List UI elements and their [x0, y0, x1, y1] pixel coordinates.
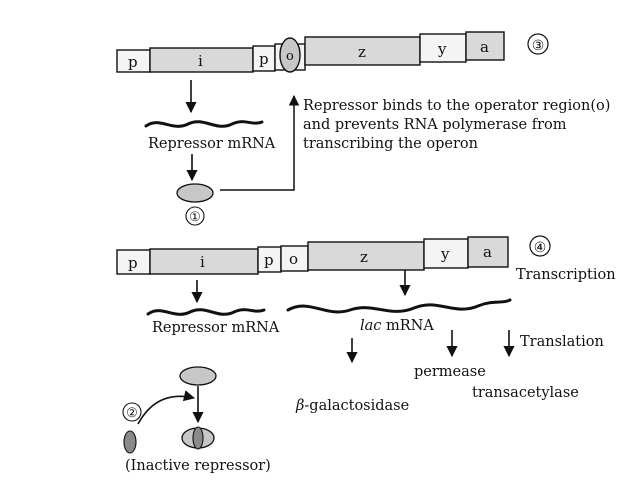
panel-bottom: p i p o z y a ④ Transcription Repressor …: [116, 235, 616, 474]
bottom-segment-z: [307, 241, 425, 271]
top-description-line-2: and prevents RNA polymerase from: [303, 117, 567, 133]
bottom-panel-number: ④: [534, 240, 547, 256]
bottom-gene-label-y: y: [440, 245, 450, 263]
top-gene-label-p1: p: [128, 53, 138, 71]
top-segment-y: [419, 33, 467, 63]
arrow-inducer-to-repressor: [137, 390, 196, 425]
bottom-gene-label-p2: p: [264, 251, 274, 269]
bound-inducer-molecule: [192, 426, 204, 450]
transcription-label: Transcription: [516, 267, 616, 283]
bottom-callout-circle: [122, 402, 142, 422]
top-arrow-protein-to-operator: [220, 94, 300, 191]
top-gene-label-i: i: [198, 52, 203, 70]
permease-label: permease: [414, 364, 486, 380]
bottom-callout-number: ②: [126, 406, 138, 421]
bottom-repressor-mrna-label: Repressor mRNA: [152, 320, 280, 336]
bottom-panel-number-circle: [529, 235, 551, 257]
top-panel-number: ③: [532, 38, 545, 54]
top-segment-a: [465, 31, 505, 61]
transacetylase-label: transacetylase: [472, 385, 579, 401]
bottom-gene-label-z: z: [360, 248, 368, 266]
top-repressor-mrna-strand: [144, 120, 264, 128]
top-gene-label-p2: p: [259, 50, 269, 68]
top-repressor-mrna-label: Repressor mRNA: [148, 136, 276, 152]
bottom-segment-p1: [116, 249, 151, 275]
bound-repressor-protein: [279, 37, 301, 73]
bottom-segment-a: [467, 236, 509, 268]
top-gene-label-o: o: [286, 49, 294, 64]
beta-galactosidase-label: β-galactosidase: [295, 398, 409, 414]
translation-label: Translation: [520, 334, 604, 350]
bottom-segment-o: [280, 245, 309, 272]
panel-top: p i p o z y a ③ Repressor mRNA ① Repress…: [116, 31, 610, 226]
bottom-gene-label-i: i: [200, 253, 205, 271]
top-repressor-protein: [176, 183, 214, 203]
top-callout-number: ①: [189, 210, 201, 225]
top-segment-i: [149, 47, 254, 73]
top-description-line-3: transcribing the operon: [303, 136, 478, 152]
top-panel-number-circle: [527, 33, 549, 55]
lac-mrna-strand: [286, 298, 512, 314]
bottom-gene-label-o: o: [289, 250, 298, 268]
bottom-repressor-mrna-strand: [146, 308, 266, 316]
bottom-gene-label-a: a: [483, 243, 492, 261]
free-repressor-protein: [179, 366, 217, 386]
top-gene-label-y: y: [437, 40, 447, 58]
top-description-line-1: Repressor binds to the operator region(o…: [303, 98, 610, 114]
lac-mrna-label: lac mRNA: [360, 318, 434, 334]
bottom-gene-label-p1: p: [128, 254, 138, 272]
bottom-dna-bar: p i p o z y a: [116, 236, 509, 275]
inducer-molecule: [123, 430, 137, 454]
lac-mrna-rest: mRNA: [381, 318, 434, 334]
top-callout-circle: [185, 206, 205, 226]
top-gene-label-z: z: [358, 43, 366, 61]
lac-mrna-italic: lac: [360, 318, 381, 334]
top-gene-label-a: a: [480, 38, 489, 56]
bottom-segment-i: [149, 248, 259, 275]
beta-symbol: β: [295, 398, 304, 414]
inactive-repressor-label: (Inactive repressor): [125, 458, 271, 474]
top-dna-bar: p i p o z y a: [116, 31, 505, 73]
beta-galactosidase-rest: -galactosidase: [304, 398, 409, 414]
